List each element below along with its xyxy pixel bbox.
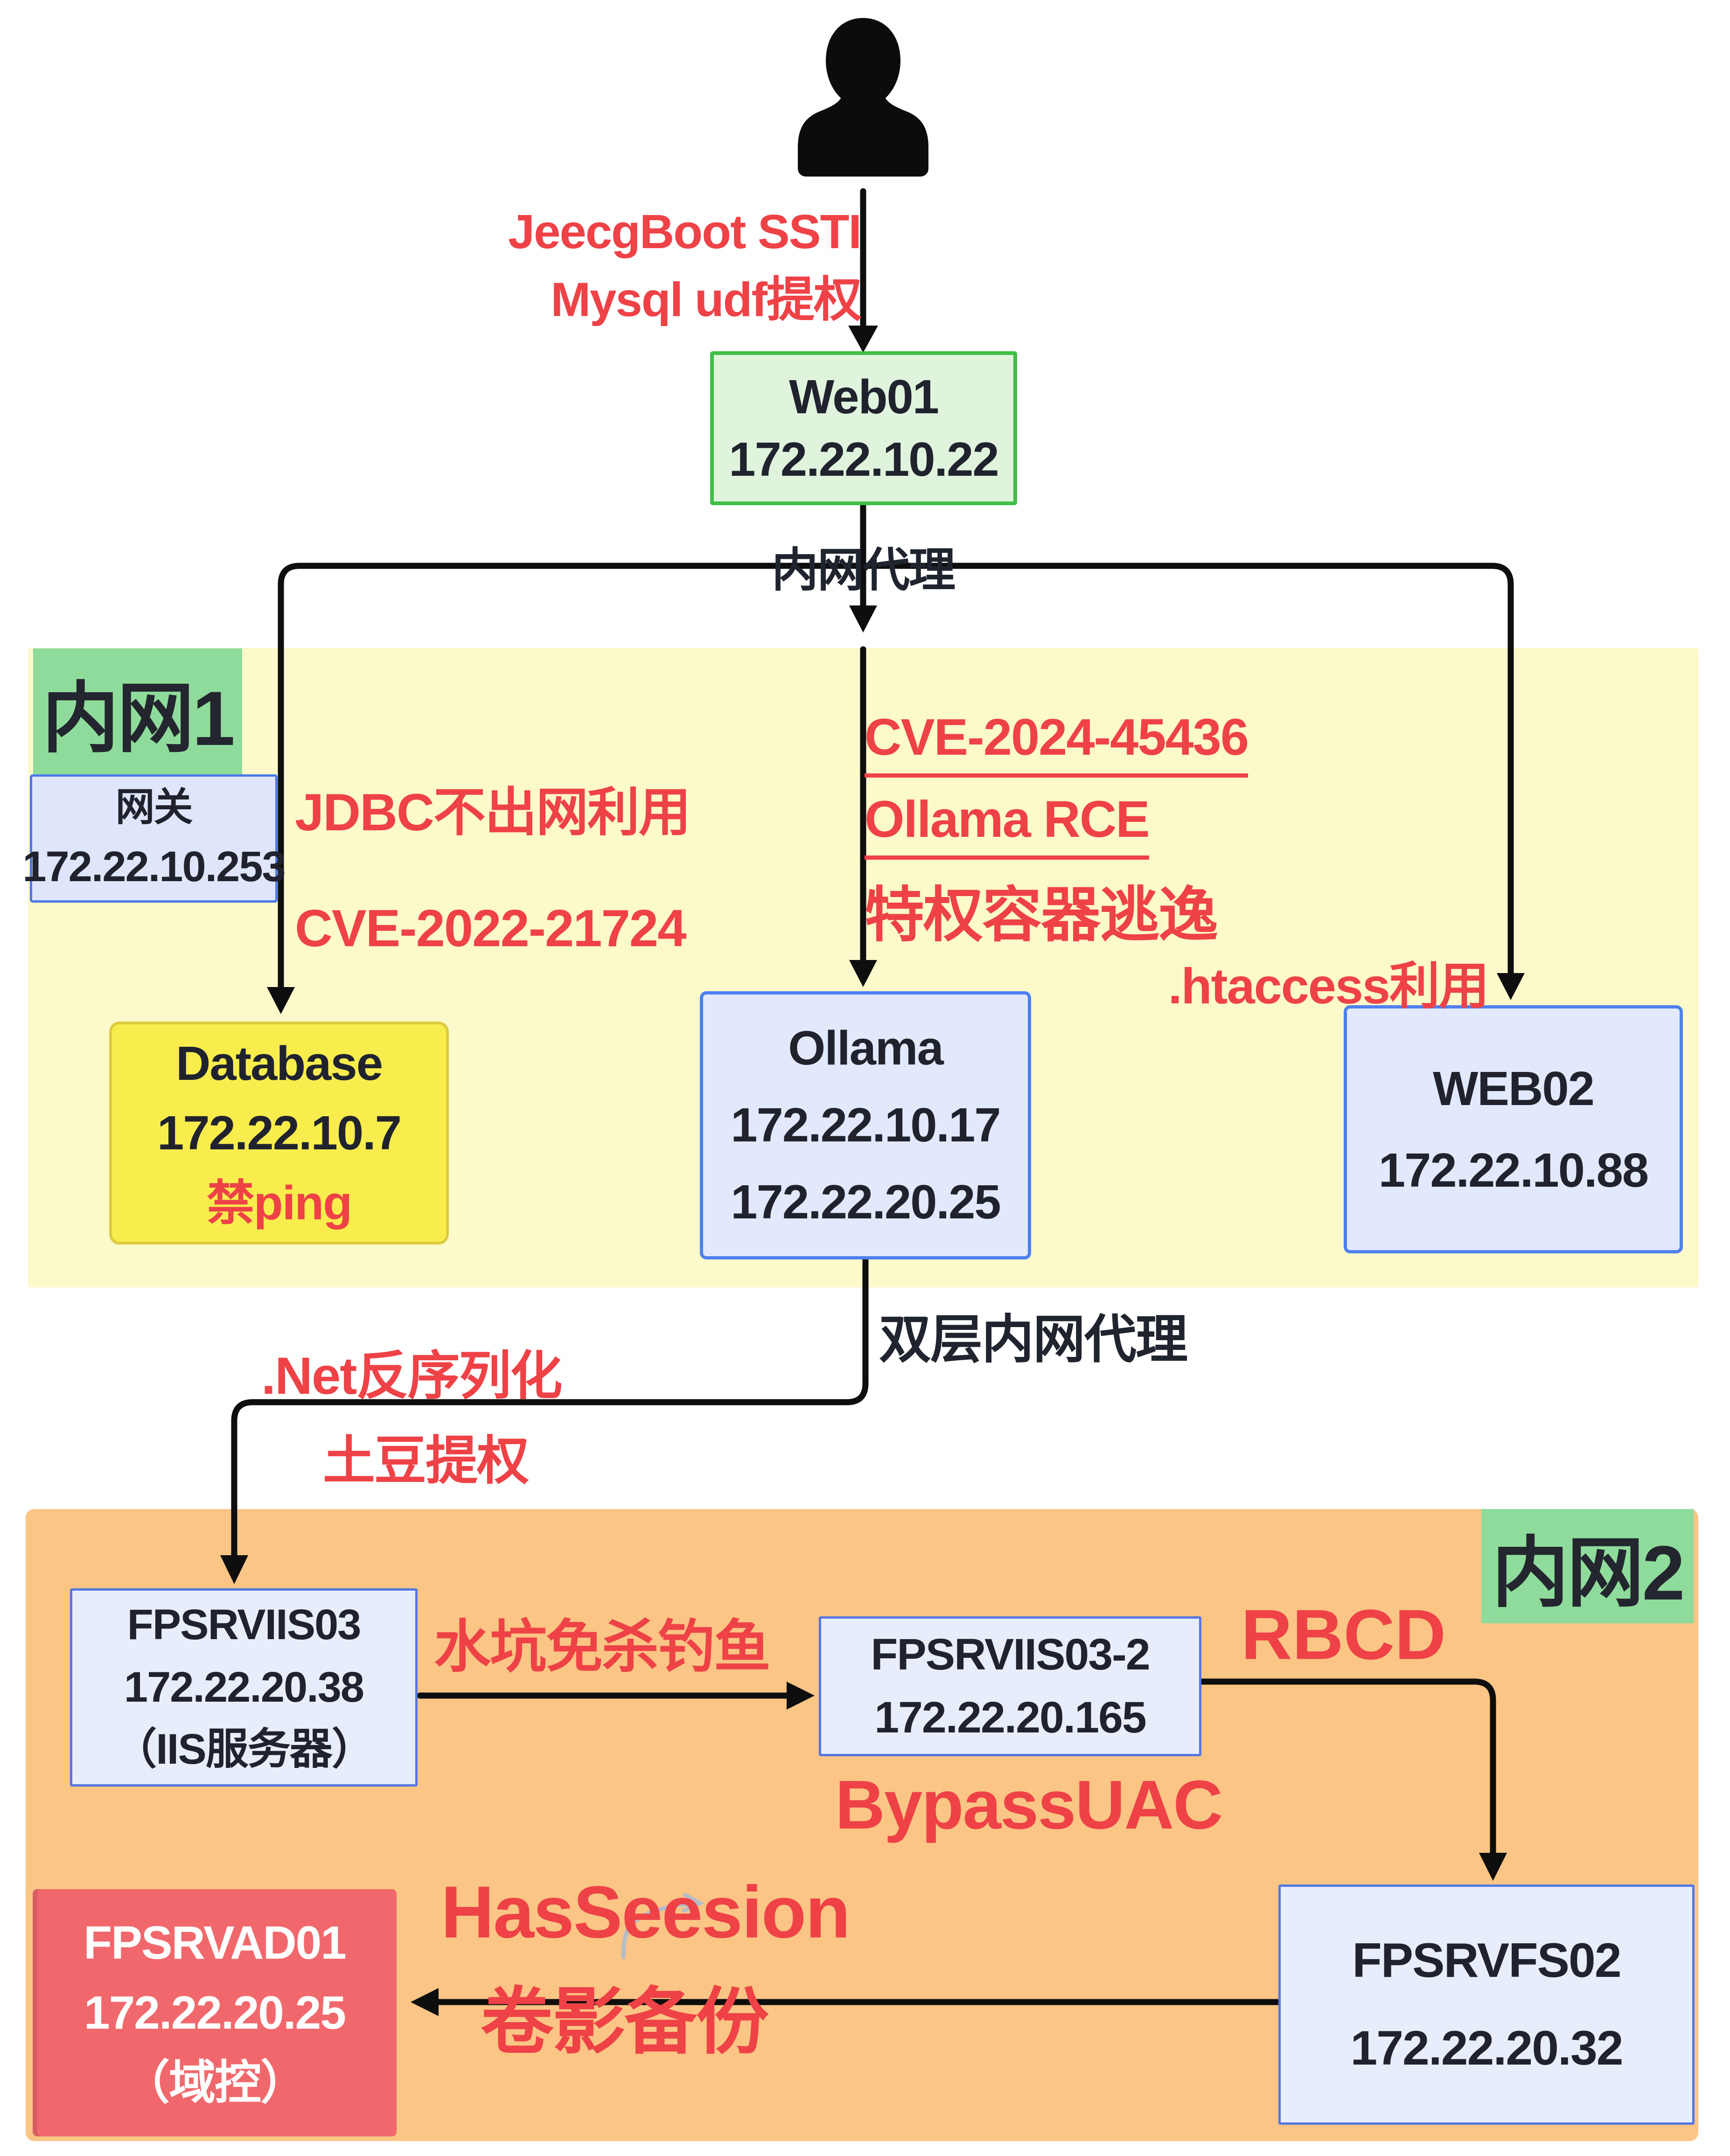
node-title: FPSRVFS02 bbox=[1352, 1933, 1621, 1988]
node-fpsrvfs02: FPSRVFS02 172.22.20.32 bbox=[1278, 1885, 1695, 2125]
annotation-double-proxy: 双层内网代理 bbox=[879, 1310, 1188, 1369]
arrowhead-database bbox=[267, 987, 295, 1014]
attacker-person-icon bbox=[798, 18, 928, 177]
node-ip: 172.22.10.88 bbox=[1378, 1143, 1649, 1197]
arrowhead-web01 bbox=[848, 326, 878, 353]
annotation-container-escape: 特权容器逃逸 bbox=[865, 882, 1218, 949]
node-note: （IIS服务器） bbox=[114, 1725, 374, 1773]
node-ip: 172.22.10.7 bbox=[157, 1106, 402, 1160]
underlined-text: CVE-2024-45436 bbox=[865, 708, 1249, 778]
node-title: FPSRVIIS03 bbox=[127, 1601, 362, 1649]
region-label-text: 内网1 bbox=[42, 675, 235, 761]
arrowhead-fpsrviis03-2 bbox=[787, 1682, 815, 1710]
node-ip: 172.22.20.25 bbox=[731, 1175, 1001, 1229]
region-label-intranet2: 内网2 bbox=[1481, 1509, 1694, 1623]
annotation-jdbc: JDBC不出网利用 bbox=[295, 783, 691, 842]
node-fpsrviis03-2: FPSRVIIS03-2 172.22.20.165 bbox=[819, 1616, 1201, 1756]
annotation-rbcd: RBCD bbox=[1241, 1595, 1446, 1675]
region-label-intranet1: 内网1 bbox=[33, 648, 242, 774]
node-gateway: 网关 172.22.10.253 bbox=[22, 774, 286, 903]
arrowhead-web02 bbox=[1497, 973, 1525, 1000]
region-label-text: 内网2 bbox=[1492, 1530, 1685, 1616]
node-ip: 172.22.20.25 bbox=[84, 1987, 346, 2039]
node-ip: 172.22.10.253 bbox=[22, 842, 286, 890]
arrowhead-ollama bbox=[849, 960, 877, 987]
node-title: FPSRVAD01 bbox=[84, 1917, 347, 1969]
node-ip: 172.22.20.165 bbox=[874, 1693, 1147, 1742]
node-fpsrviis03: FPSRVIIS03 172.22.20.38 （IIS服务器） bbox=[70, 1588, 418, 1787]
arrowhead-intranet1 bbox=[849, 605, 877, 633]
annotation-potato-privesc: 土豆提权 bbox=[323, 1432, 529, 1490]
node-web02: WEB02 172.22.10.88 bbox=[1344, 1005, 1683, 1253]
node-fpsrvad01: FPSRVAD01 172.22.20.25 （域控） bbox=[33, 1889, 397, 2136]
cursor-artifact-icon bbox=[621, 1901, 698, 1960]
arrowhead-fpsrvfs02 bbox=[1479, 1853, 1507, 1881]
annotation-intranet-proxy: 内网代理 bbox=[772, 544, 956, 597]
node-title: Web01 bbox=[788, 370, 939, 424]
node-ip: 172.22.10.17 bbox=[731, 1098, 1001, 1152]
annotation-cve-2022-21724: CVE-2022-21724 bbox=[295, 899, 686, 958]
node-database: Database 172.22.10.7 禁ping bbox=[109, 1022, 449, 1245]
annotation-hassession: HasSeesion bbox=[441, 1871, 851, 1954]
cursor-artifact-tip-icon bbox=[682, 1892, 705, 1913]
node-note: 禁ping bbox=[206, 1175, 352, 1230]
edge-ollama-fpsrviis03 bbox=[231, 1256, 869, 1559]
annotation-shadow-copy: 卷影备份 bbox=[481, 1982, 769, 2063]
node-ip: 172.22.20.38 bbox=[124, 1663, 364, 1711]
node-title: Database bbox=[175, 1036, 383, 1090]
annotation-watering-hole-phishing: 水坑免杀钓鱼 bbox=[434, 1615, 771, 1679]
annotation-mysql-udf: Mysql udf提权 bbox=[551, 272, 862, 327]
arrowhead-fpsrvad01 bbox=[411, 1988, 439, 2016]
annotation-dotnet-deserialization: .Net反序列化 bbox=[261, 1347, 563, 1405]
annotation-htaccess: .htaccess利用 bbox=[1168, 958, 1489, 1014]
node-title: WEB02 bbox=[1433, 1061, 1595, 1115]
node-title: FPSRVIIS03-2 bbox=[871, 1630, 1150, 1680]
annotation-jeecgboot-ssti: JeecgBoot SSTI bbox=[508, 205, 862, 258]
node-ip: 172.22.20.32 bbox=[1350, 2021, 1623, 2075]
node-title: Ollama bbox=[788, 1021, 944, 1075]
node-web01: Web01 172.22.10.22 bbox=[710, 351, 1017, 505]
node-note: （域控） bbox=[123, 2057, 307, 2109]
annotation-bypassuac: BypassUAC bbox=[835, 1767, 1223, 1843]
arrowhead-fpsrviis03 bbox=[220, 1555, 248, 1584]
node-ip: 172.22.10.22 bbox=[729, 432, 999, 486]
node-ollama: Ollama 172.22.10.17 172.22.20.25 bbox=[700, 991, 1031, 1259]
edge-rbcd bbox=[1199, 1678, 1496, 1857]
annotation-cve-2024-45436: CVE-2024-45436 bbox=[865, 708, 1249, 778]
underlined-text: Ollama RCE bbox=[865, 790, 1150, 860]
edge-branch-bar bbox=[278, 563, 1514, 991]
node-title: 网关 bbox=[115, 785, 193, 829]
annotation-ollama-rce: Ollama RCE bbox=[865, 790, 1150, 860]
